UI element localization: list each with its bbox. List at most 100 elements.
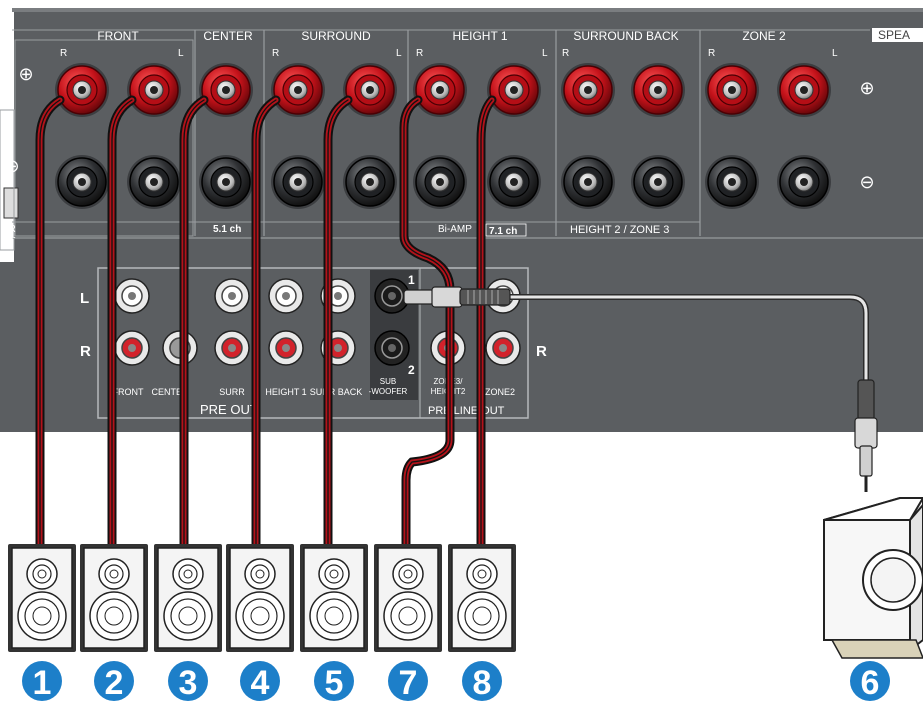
positive-terminal-6 (487, 63, 541, 117)
preout-jack-red-2 (214, 330, 250, 366)
speaker-7 (374, 544, 442, 652)
speaker-cable-0 (35, 95, 65, 550)
preout-label-2-0: SURR (219, 387, 245, 397)
speaker-label: SPEA (878, 28, 910, 42)
preout-label-7-0: ZONE2 (485, 387, 515, 397)
preout-jack-white-2 (268, 278, 304, 314)
note-5-1ch: 5.1 ch (213, 224, 241, 235)
negative-terminal-1 (127, 155, 181, 209)
left-cut-text-2: UT (2, 236, 15, 247)
panel-texts: ⊕ ⊖ ⊕ ⊖ SPEA 5.1 ch Bi-AMP 7.1 ch HEIGHT… (2, 28, 923, 247)
rl-marker-5: L (542, 48, 548, 59)
negative-terminal-0 (55, 155, 109, 209)
preout-row-r: R (80, 343, 91, 360)
group-label-5: ZONE 2 (742, 29, 786, 43)
speaker-5 (300, 544, 368, 652)
negative-terminal-9 (705, 155, 759, 209)
positive-terminal-5 (413, 63, 467, 117)
rl-marker-4: R (416, 48, 423, 59)
subwoofer-jack-1 (374, 278, 410, 314)
subwoofer: 6 (823, 497, 923, 702)
preout-label-1-0: CENTER (151, 387, 189, 397)
preout-row-r-right: R (536, 343, 547, 360)
speaker-label-box (872, 28, 923, 42)
preout-jack-white-1 (214, 278, 250, 314)
group-label-0: FRONT (97, 29, 139, 43)
rl-marker-8: L (832, 48, 838, 59)
preout-jack-red-0 (114, 330, 150, 366)
negative-terminal-7 (561, 155, 615, 209)
pre-line-out-label: PRE/LINE OUT (428, 405, 505, 417)
sub-number-2: 2 (408, 363, 415, 377)
speaker-number-badge-8: 8 (462, 661, 502, 702)
positive-terminal-9 (705, 63, 759, 117)
speaker-number-badge-3: 3 (168, 661, 208, 702)
rl-marker-3: L (396, 48, 402, 59)
preout-label-4-0: SURR BACK (310, 387, 363, 397)
preout-label-0-0: FRONT (113, 387, 144, 397)
subwoofer-badge-circle (850, 661, 890, 701)
speaker-cable-1 (107, 95, 137, 550)
negative-terminal-4 (343, 155, 397, 209)
rl-marker-0: R (60, 48, 67, 59)
preout-label-5-0: SUB (380, 377, 396, 386)
rca-plug-subwoofer (854, 379, 878, 492)
minus-symbol-right: ⊖ (859, 172, 874, 192)
group-label-2: SURROUND (301, 29, 371, 43)
negative-terminal-6 (487, 155, 541, 209)
speaker-group-labels: FRONT CENTER SURROUND HEIGHT 1 SURROUND BACK… (97, 29, 786, 43)
rl-marker-6: R (562, 48, 569, 59)
preout-jack-white-0 (114, 278, 150, 314)
speaker-row: 1 2 3 4 5 7 8 (8, 544, 516, 702)
positive-terminal-2 (199, 63, 253, 117)
svg-text:1: 1 (33, 664, 52, 702)
plus-symbol-right: ⊕ (859, 78, 874, 98)
speaker-1 (8, 544, 76, 652)
plus-symbol-left: ⊕ (18, 64, 33, 84)
positive-terminal-10 (777, 63, 831, 117)
minus-symbol-left: ⊖ (4, 156, 19, 176)
negative-terminal-2 (199, 155, 253, 209)
svg-text:7: 7 (399, 664, 418, 702)
negative-terminal-3 (271, 155, 325, 209)
preout-row-l: L (80, 290, 89, 307)
positive-terminal-4 (343, 63, 397, 117)
speaker-8 (448, 544, 516, 652)
positive-terminal-1 (127, 63, 181, 117)
speaker-number-badge-7: 7 (388, 661, 428, 702)
speaker-2 (80, 544, 148, 652)
group-label-3: HEIGHT 1 (452, 29, 507, 43)
speaker-number-badge-2: 2 (94, 661, 134, 702)
speaker-cable-2 (179, 95, 209, 550)
speaker-cable-6 (476, 95, 497, 550)
preout-jack-red-6 (485, 330, 521, 366)
svg-text:2: 2 (105, 664, 124, 702)
subwoofer-number-badge: 6 (861, 664, 880, 702)
preout-label-5-1: -WOOFER (369, 387, 408, 396)
rca-plug-panel (403, 286, 511, 308)
speaker-number-badge-4: 4 (240, 661, 280, 702)
positive-terminal-0 (55, 63, 109, 117)
group-label-1: CENTER (203, 29, 253, 43)
preout-label-3-0: HEIGHT 1 (265, 387, 306, 397)
speaker-number-badge-1: 1 (22, 661, 62, 702)
negative-terminal-10 (777, 155, 831, 209)
positive-terminal-8 (631, 63, 685, 117)
negative-terminal-8 (631, 155, 685, 209)
left-cut-text-1: ER (2, 224, 16, 235)
svg-text:4: 4 (251, 664, 270, 702)
preout-jack-red-3 (268, 330, 304, 366)
speaker-4 (226, 544, 294, 652)
rl-marker-2: R (272, 48, 279, 59)
subwoofer-jack-2 (374, 330, 410, 366)
rl-marker-1: L (178, 48, 184, 59)
subwoofer-cable (403, 286, 878, 492)
group-label-4: SURROUND BACK (573, 29, 678, 43)
speaker-number-badge-5: 5 (314, 661, 354, 702)
speaker-cable-5 (399, 95, 455, 550)
positive-terminal-3 (271, 63, 325, 117)
note-7-1ch-box (485, 223, 527, 237)
